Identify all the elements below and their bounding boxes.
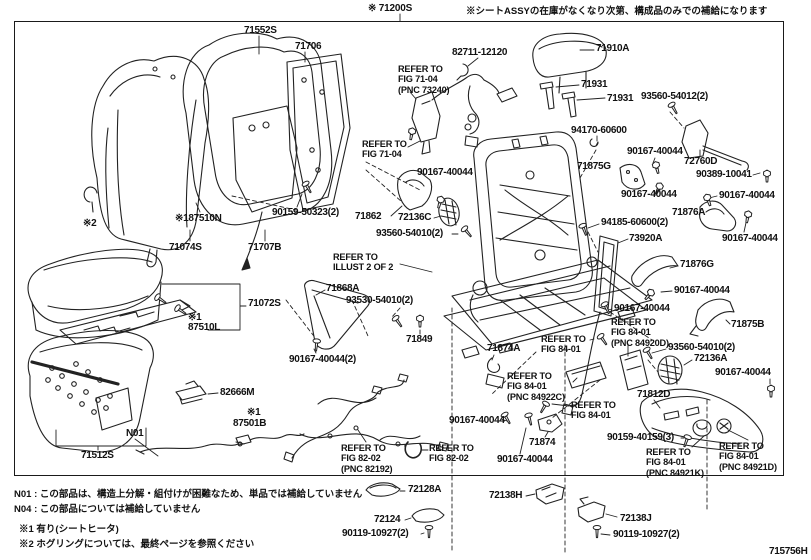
part-label: 90159-40159(3): [607, 432, 674, 443]
part-label: 71931: [607, 93, 634, 104]
wire-harness-art: [283, 373, 449, 463]
dashed-lines: [231, 111, 708, 553]
part-label: 73920A: [629, 233, 663, 244]
hog-ring-art: [83, 186, 98, 213]
part-label: 71849: [406, 334, 433, 345]
footnote-n04: N04 : この部品については補給していません: [14, 504, 201, 515]
seatback-cover-art: [91, 56, 210, 268]
part-label: 94185-60600(2): [601, 217, 668, 228]
small-parts-art: [175, 380, 305, 447]
part-label: 90167-40044: [627, 146, 683, 157]
part-label: REFER TO FIG 84-01: [541, 334, 586, 355]
part-label: 72136A: [694, 353, 728, 364]
part-label: REFER TO FIG 71-04: [362, 139, 407, 160]
part-label: 90389-10041: [696, 169, 752, 180]
side-valance-art: [304, 279, 371, 350]
part-label: 72760D: [684, 156, 718, 167]
part-label: 71876G: [680, 259, 714, 270]
bottom-clips-art: [365, 482, 606, 523]
footnote-mark2: ※2 ホグリングについては、最終ページを参照ください: [19, 539, 255, 550]
part-label: ※1: [247, 407, 261, 418]
part-label: 90167-40044(2): [289, 354, 356, 365]
cushion-heater-art: [59, 299, 197, 345]
part-label: 72124: [374, 514, 401, 525]
stock-availability-note: ※シートASSYの在庫がなくなり次第、構成品のみでの補給になります: [466, 6, 768, 17]
footnote-mark1: ※1 有り(シートヒータ): [19, 524, 119, 535]
part-label: ※1 87510L: [188, 312, 221, 333]
part-label: ※2: [83, 218, 97, 229]
part-label: 71875B: [731, 319, 765, 330]
part-label: 93560-54010(2): [376, 228, 443, 239]
part-label: REFER TO FIG 82-02: [429, 443, 474, 464]
part-label: REFER TO ILLUST 2 OF 2: [333, 252, 394, 273]
part-label: 71868A: [326, 283, 360, 294]
part-label: REFER TO FIG 71-04 (PNC 73240): [398, 64, 450, 95]
part-label: 71862: [355, 211, 382, 222]
part-label: 90167-40044: [621, 189, 677, 200]
part-label: 93560-54012(2): [641, 91, 708, 102]
part-label: 90159-50323(2): [272, 207, 339, 218]
part-label: 90167-40044: [715, 367, 771, 378]
part-label: 71552S: [244, 25, 277, 36]
part-label: 90167-40044: [614, 303, 670, 314]
part-label: 71875G: [577, 161, 611, 172]
part-label: 71910A: [596, 43, 630, 54]
part-label: 71874: [529, 437, 556, 448]
part-label: REFER TO FIG 82-02 (PNC 82192): [341, 443, 393, 474]
fasteners-art: [152, 100, 775, 539]
part-label: 90167-40044: [674, 285, 730, 296]
part-label: 71874A: [487, 343, 521, 354]
part-label: 71812D: [637, 389, 671, 400]
footnote-n01: N01 : この部品は、構造上分解・組付けが困難なため、単品では補給していません: [14, 489, 363, 500]
part-label: 72138J: [620, 513, 652, 524]
seatback-heater-art: [232, 105, 298, 271]
part-label: REFER TO FIG 84-01: [571, 400, 616, 421]
part-label: 94170-60600: [571, 125, 627, 136]
part-label: 93530-54010(2): [346, 295, 413, 306]
leader-lines: [55, 13, 771, 536]
part-label: 71931: [581, 79, 608, 90]
seat-frame-art: [443, 131, 653, 359]
part-label: 71706: [295, 41, 322, 52]
part-label: 90167-40044: [449, 415, 505, 426]
seatback-board-art: [286, 53, 351, 211]
part-label: 72136C: [398, 212, 432, 223]
part-label: 71074S: [169, 242, 202, 253]
part-label: 71707B: [248, 242, 282, 253]
part-label: 90119-10927(2): [613, 529, 680, 540]
side-brackets-art: [619, 119, 749, 337]
diagram-border: [14, 21, 784, 476]
part-label: 71876A: [672, 207, 706, 218]
assy-code-label: ※ 71200S: [368, 3, 413, 14]
part-label: 82666M: [220, 387, 255, 398]
part-label: 87501B: [233, 418, 267, 429]
part-label: REFER TO FIG 84-01 (PNC 84921D): [719, 441, 777, 472]
part-label: 93560-54010(2): [668, 342, 735, 353]
part-label: REFER TO FIG 84-01 (PNC 84922C): [507, 371, 565, 402]
part-label: 90167-40044: [497, 454, 553, 465]
headrest-art: [532, 32, 607, 118]
part-label: 90119-10927(2): [342, 528, 409, 539]
part-label: 71512S: [81, 450, 114, 461]
bracket-71862-art: [397, 169, 460, 227]
part-label: REFER TO FIG 84-01 (PNC 84920D): [611, 317, 669, 348]
part-label: 72128A: [408, 484, 442, 495]
buckle-wiring-art: [411, 63, 518, 155]
part-label: 90167-40044: [719, 190, 775, 201]
part-label: 90167-40044: [417, 167, 473, 178]
part-label: 82711-12120: [452, 47, 508, 58]
figure-code: 715756H: [769, 546, 808, 557]
cushion-cover-art: [27, 248, 163, 339]
mount-brackets-art: [485, 349, 683, 433]
part-label: 90167-40044: [722, 233, 778, 244]
part-label: N01: [126, 428, 144, 439]
part-label: REFER TO FIG 84-01 (PNC 84921K): [646, 447, 704, 478]
part-label: 71072S: [248, 298, 281, 309]
part-label: 72138H: [489, 490, 523, 501]
part-label: ※187510N: [175, 213, 222, 224]
